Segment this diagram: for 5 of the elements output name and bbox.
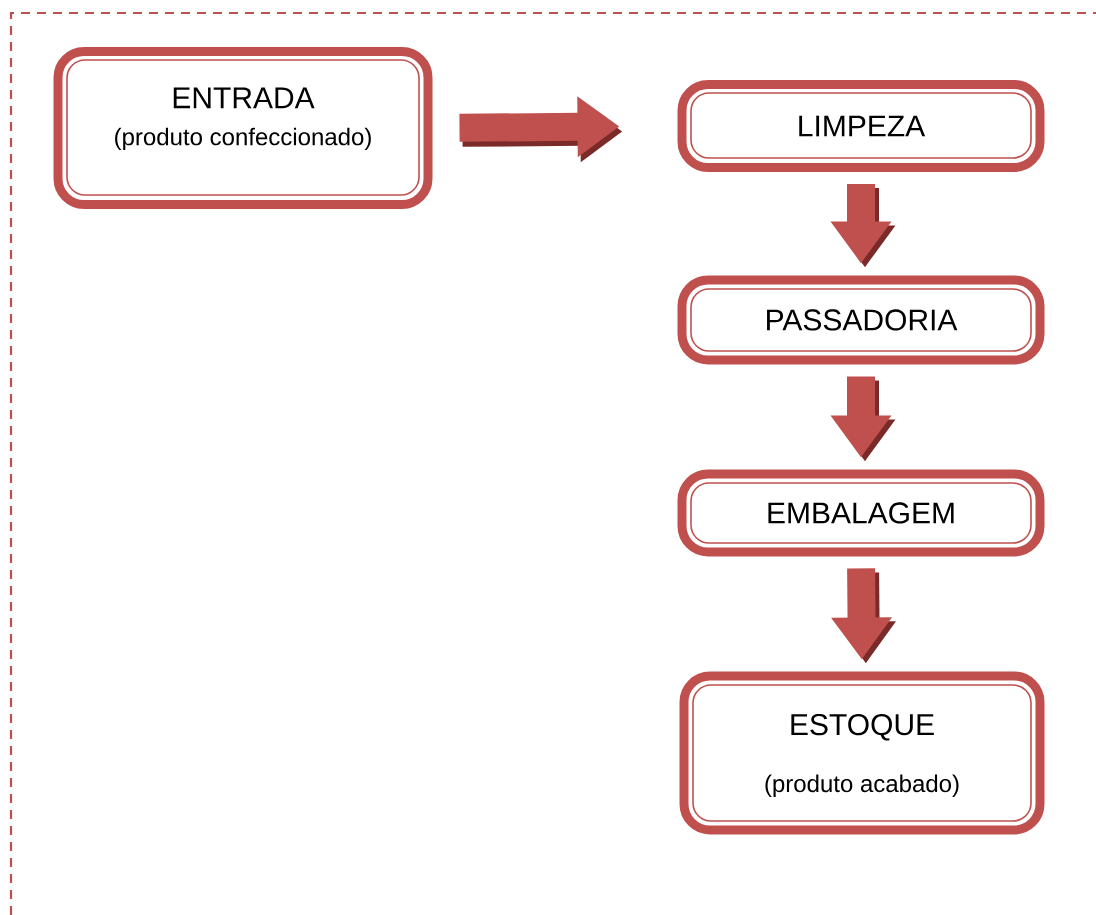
process-box: ENTRADA (produto confeccionado) xyxy=(53,47,433,209)
process-box: LIMPEZA xyxy=(677,80,1045,172)
process-box: EMBALAGEM xyxy=(677,469,1045,557)
process-box: ESTOQUE (produto acabado) xyxy=(679,671,1045,835)
process-box: PASSADORIA xyxy=(677,275,1045,365)
